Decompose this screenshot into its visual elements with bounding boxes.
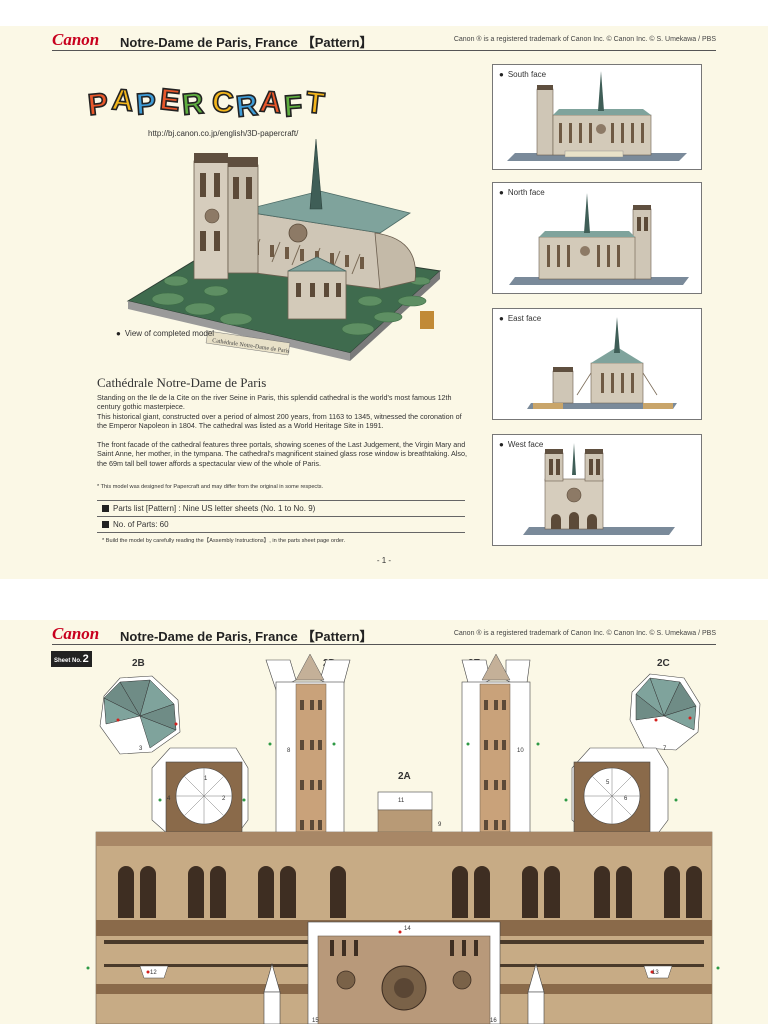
tab-number: 3 (139, 746, 143, 752)
svg-text:P: P (86, 87, 109, 122)
facade-windows (118, 866, 702, 918)
parts-count: No. of Parts: 60 (102, 520, 169, 529)
tab-number: 6 (624, 796, 628, 802)
view-west-face: West face (492, 434, 702, 546)
svg-text:T: T (304, 86, 326, 121)
page-header: Canon Notre-Dame de Paris, France【Patter… (52, 28, 716, 51)
title-tag: 【Pattern】 (301, 629, 373, 644)
svg-text:C: C (211, 85, 235, 119)
divider (97, 516, 465, 517)
sheet-label: Sheet No. (54, 658, 82, 664)
svg-text:P: P (135, 87, 157, 121)
build-note: * Build the model by carefully reading t… (102, 538, 346, 544)
south-face-label: South face (499, 70, 546, 79)
sheet-number: 2 (82, 653, 89, 665)
title-text: Notre-Dame de Paris, France (120, 629, 298, 644)
part-label-2a: 2A (398, 771, 411, 782)
page-title: Notre-Dame de Paris, France【Pattern】 (116, 626, 373, 645)
disclaimer-note: * This model was designed for Papercraft… (97, 484, 324, 490)
square-bullet-icon (102, 505, 109, 512)
tab-number: 15 (312, 1018, 319, 1024)
tab-number: 12 (150, 970, 157, 976)
svg-text:R: R (181, 87, 206, 122)
papercraft-url: http://bj.canon.co.jp/english/3D-papercr… (148, 129, 299, 138)
description-para-3: The front facade of the cathedral featur… (97, 440, 468, 468)
tab-number: 7 (663, 746, 667, 752)
north-face-label: North face (499, 188, 545, 197)
tab-number: 1 (204, 776, 208, 782)
west-face-label: West face (499, 440, 543, 449)
tab-number: 8 (287, 748, 291, 754)
pattern-sheet-parts: 3 4 8 10 11 12 13 14 15 16 7 5 1 2 6 9 (86, 653, 720, 1024)
title-text: Notre-Dame de Paris, France (120, 35, 298, 50)
svg-text:A: A (259, 85, 283, 120)
pattern-page-1: Canon Notre-Dame de Paris, France【Patter… (0, 26, 768, 579)
west-face-image (523, 443, 675, 535)
view-south-face: South face (492, 64, 702, 170)
center-portal (307, 921, 501, 1024)
square-bullet-icon (102, 521, 109, 528)
divider (97, 532, 465, 533)
tab-number: 4 (167, 796, 171, 802)
trademark-note: Canon ® is a registered trademark of Can… (453, 630, 716, 637)
part-label-2c: 2C (657, 658, 670, 669)
page-title: Notre-Dame de Paris, France【Pattern】 (116, 32, 373, 51)
divider (97, 500, 465, 501)
left-octagon-cap (151, 747, 249, 837)
svg-text:A: A (111, 83, 135, 118)
parts-list-text: Parts list [Pattern] : Nine US letter sh… (113, 504, 316, 513)
page-number: - 1 - (376, 556, 392, 565)
tab-number: 16 (490, 1018, 497, 1024)
part-2c-roof (629, 673, 701, 751)
pattern-page-2: Canon Notre-Dame de Paris, France【Patter… (0, 620, 768, 1024)
canon-brand: Canon (52, 30, 100, 49)
tab-number: 13 (652, 970, 659, 976)
part-label-2b: 2B (132, 658, 145, 669)
tab-number: 11 (398, 798, 405, 804)
parts-count-text: No. of Parts: 60 (113, 520, 169, 529)
trademark-note: Canon ® is a registered trademark of Can… (453, 36, 716, 43)
view-north-face: North face (492, 182, 702, 294)
east-face-image (527, 317, 677, 409)
tab-number: 14 (404, 926, 411, 932)
papercraft-logo: P A P E R C R A F T (86, 82, 327, 125)
svg-text:F: F (283, 89, 304, 123)
canon-brand: Canon (52, 624, 100, 643)
description-para-2: This historical giant, constructed over … (97, 412, 462, 431)
tab-number: 5 (606, 780, 610, 786)
east-face-label: East face (499, 314, 541, 323)
south-face-image (507, 71, 687, 161)
parts-list: Parts list [Pattern] : Nine US letter sh… (102, 504, 315, 513)
north-face-image (509, 193, 689, 285)
completed-model-label: View of completed model (116, 329, 214, 338)
tab-number: 2 (222, 796, 226, 802)
right-octagon-cap (571, 747, 669, 837)
tab-number: 9 (438, 822, 442, 828)
completed-model-image: Cathédrale Notre-Dame de Paris (126, 138, 442, 361)
description-para-1: Standing on the Ile de la Cite on the ri… (97, 393, 452, 412)
svg-text:R: R (234, 89, 259, 124)
svg-text:E: E (158, 83, 181, 118)
page-header: Canon Notre-Dame de Paris, France【Patter… (52, 622, 716, 645)
title-tag: 【Pattern】 (301, 35, 373, 50)
view-east-face: East face (492, 308, 702, 420)
part-2b-roof (99, 675, 181, 755)
tab-number: 10 (517, 748, 524, 754)
sheet-number-tag: Sheet No.2 (51, 651, 92, 667)
cathedral-heading: Cathédrale Notre-Dame de Paris (97, 375, 267, 390)
